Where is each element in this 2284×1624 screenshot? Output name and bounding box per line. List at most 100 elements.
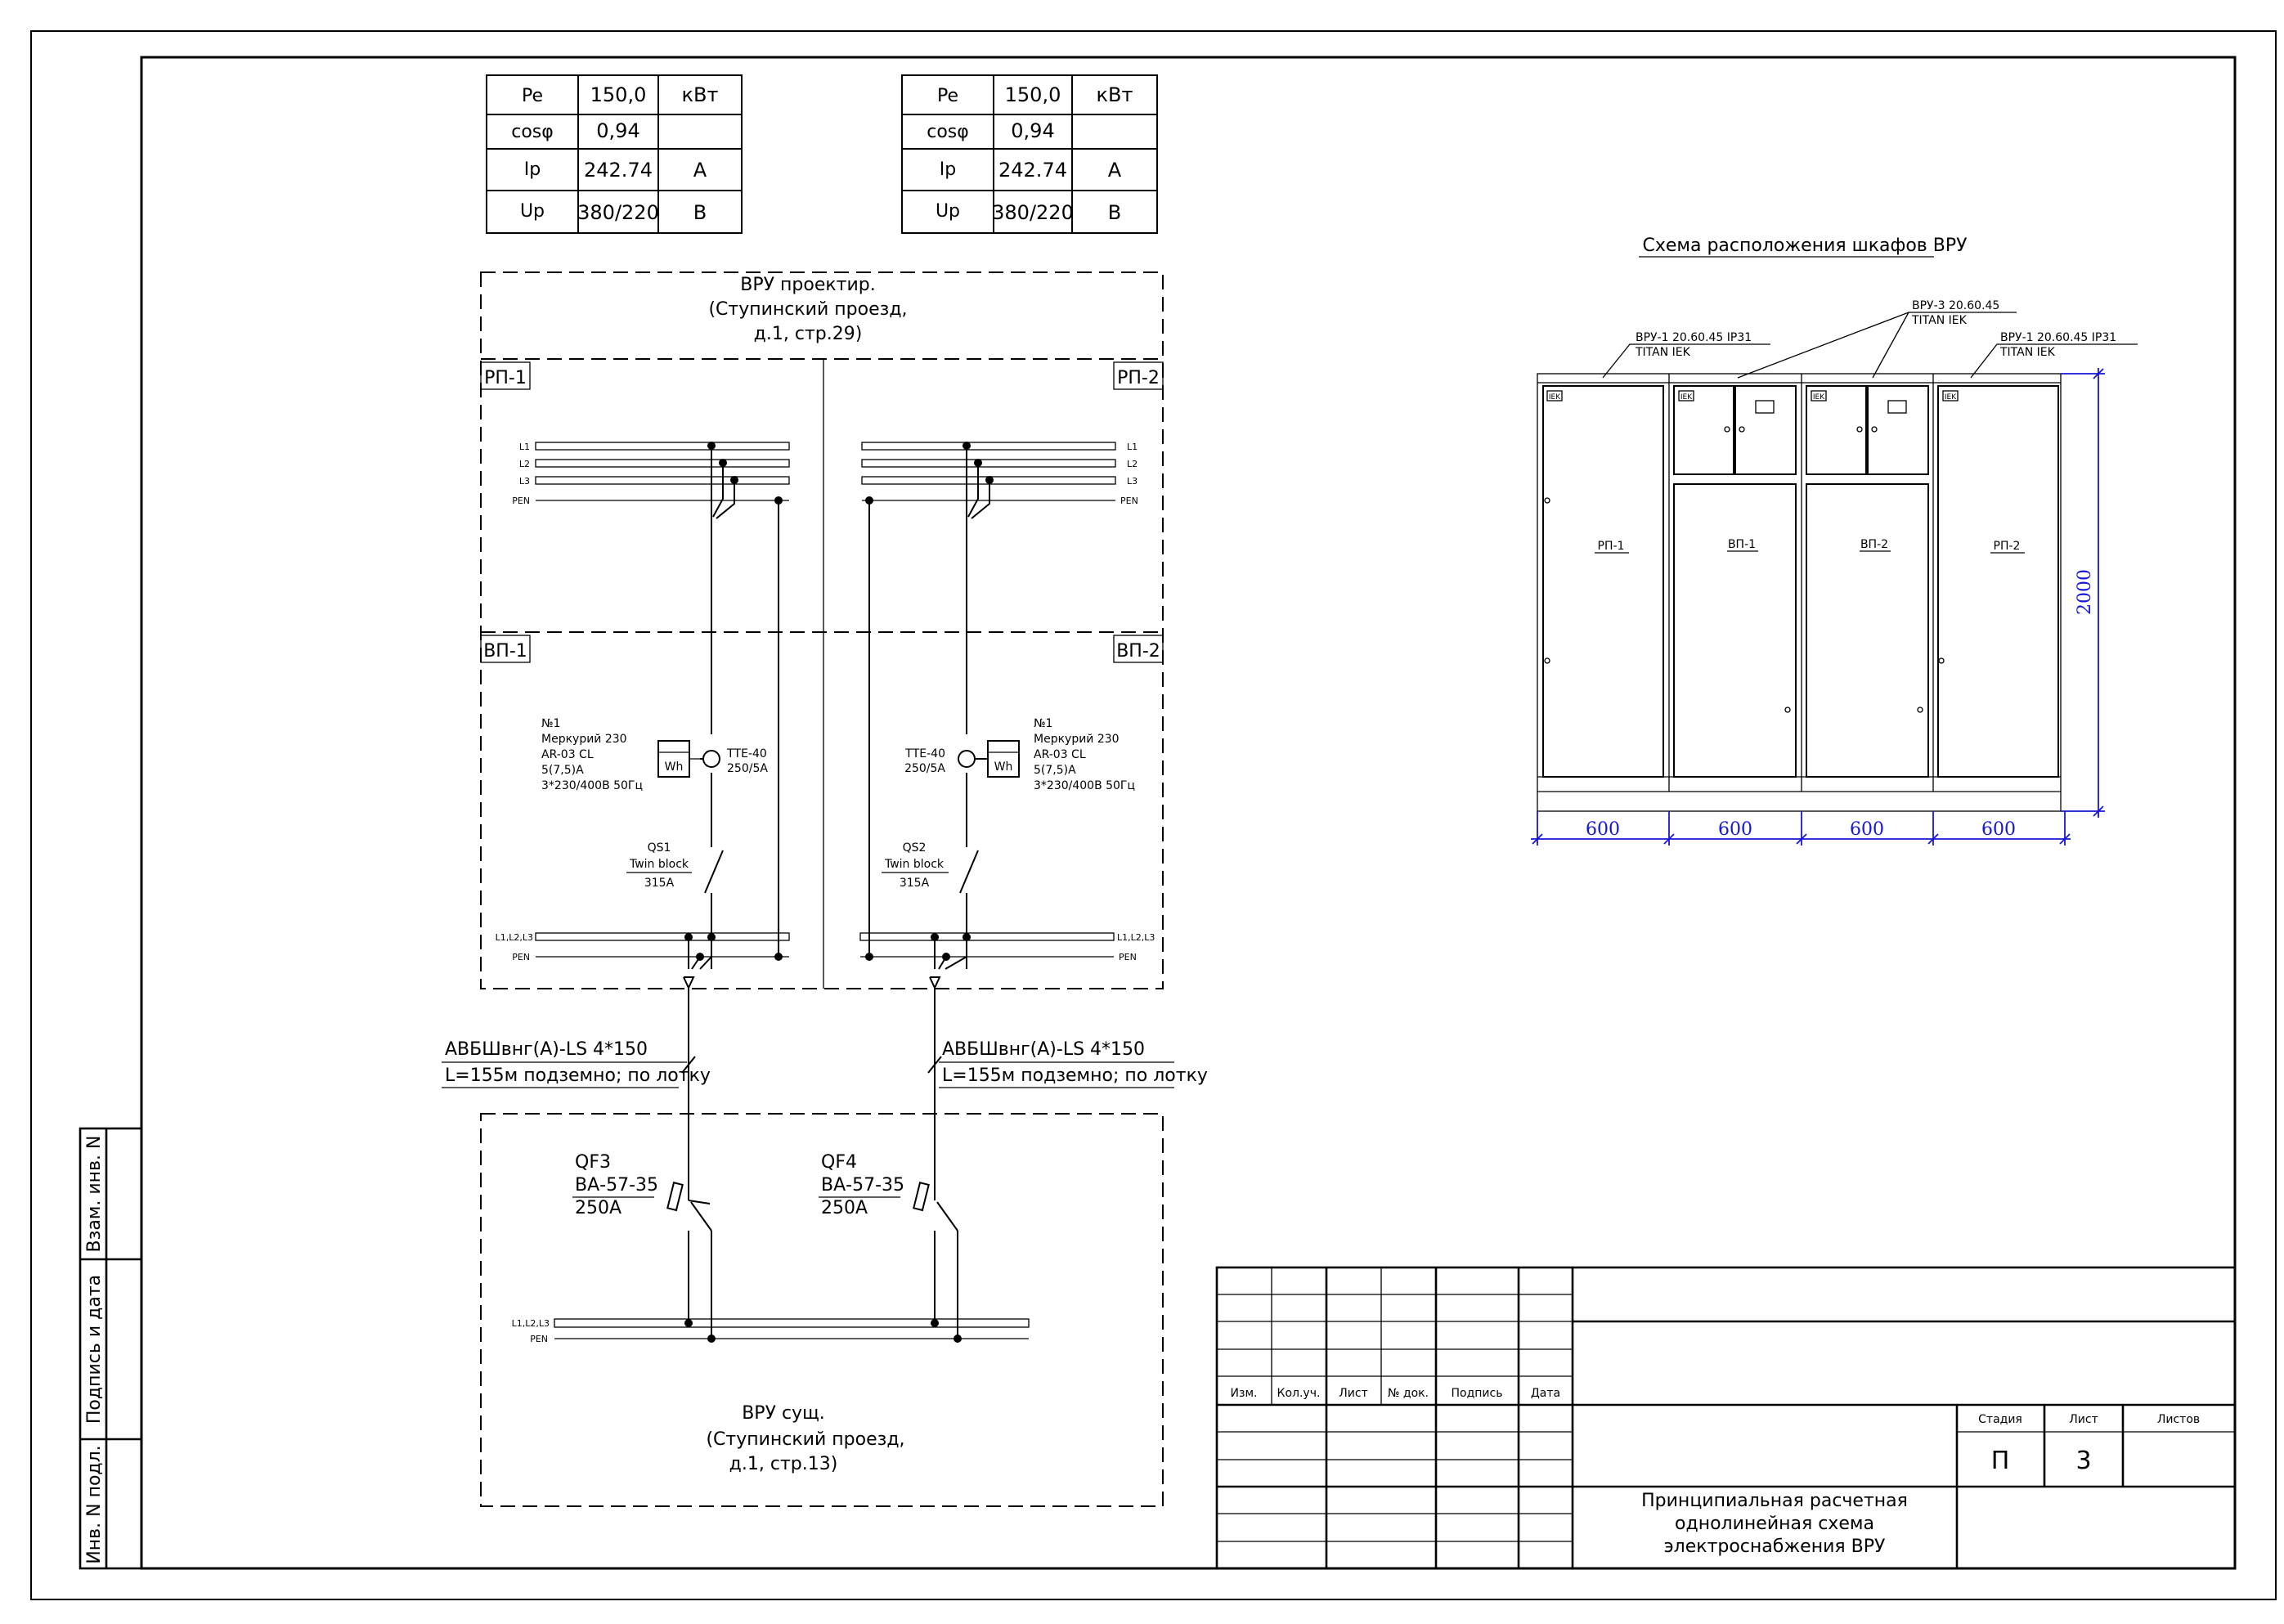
callout-line: TITAN IEK (1635, 346, 1691, 359)
ct-left: ТТЕ-40 250/5А (700, 747, 768, 775)
table-row-unit: В (693, 201, 707, 224)
busbar-vp2: L1,L2,L3 PEN (859, 932, 1155, 990)
table-row-unit: А (693, 159, 707, 182)
breaker-name: QF4 (821, 1152, 857, 1173)
dimension-label: 600 (1850, 819, 1884, 840)
busbar-vp1: L1,L2,L3 PEN (496, 932, 790, 990)
stage-value: П (1991, 1447, 2010, 1475)
meter-line: 5(7,5)А (1034, 764, 1076, 777)
stage-header: Стадия (1978, 1413, 2022, 1426)
cable-left: АВБШвнг(А)-LS 4*150 L=155м подземно; по … (442, 988, 711, 1161)
cable-laying: L=155м подземно; по лотку (445, 1065, 711, 1086)
bus-label: L2 (1127, 459, 1138, 469)
switch-type: Twin block (629, 858, 689, 871)
stamp-label: Подпись и дата (84, 1275, 105, 1424)
title-block-header: Лист (1339, 1387, 1367, 1400)
meter-line: AR-03 CL (541, 748, 594, 761)
panel-tag-vp1: ВП-1 (483, 641, 527, 662)
table-row-value: 242.74 (584, 159, 653, 182)
layout-scheme: Схема расположения шкафов ВРУ ВРУ-1 20.6… (1531, 236, 2138, 846)
cabinet-rp2: IEK РП-2 (1937, 385, 2059, 778)
stamp-label: Инв. N подл. (84, 1445, 105, 1563)
iek-logo: IEK (1680, 393, 1693, 402)
dimension-label: 600 (1586, 819, 1620, 840)
meter-right: Wh №1 Меркурий 230 AR-03 CL 5(7,5)А 3*23… (987, 717, 1135, 792)
bus-label: PEN (1120, 496, 1138, 506)
table-row-value: 0,94 (1011, 119, 1054, 142)
cabinet-label: ВП-2 (1860, 538, 1888, 551)
load-table-right: Pe 150,0 кВт cosφ 0,94 Ip 242.74 А Up 38… (901, 74, 1158, 234)
sheet-number: 3 (2075, 1447, 2091, 1475)
meter-line: №1 (1034, 717, 1052, 730)
cabinet-rp1: IEK РП-1 (1542, 385, 1664, 778)
busbar-rp1: L1 L2 L3 PEN (512, 442, 790, 506)
callout-line: ВРУ-3 20.60.45 (1912, 299, 1999, 312)
iek-logo: IEK (1945, 393, 1957, 402)
meter-line: 5(7,5)А (541, 764, 584, 777)
inner-frame (140, 56, 2237, 1570)
title-block-header: Дата (1531, 1387, 1560, 1400)
ct-label: 250/5А (904, 762, 945, 775)
breaker-rating: 250А (821, 1198, 868, 1218)
bus-label: L3 (519, 476, 530, 487)
bus-label: L2 (519, 459, 530, 469)
switch-type: Twin block (884, 858, 945, 871)
dimension-label: 2000 (2075, 569, 2095, 615)
title-block-header: Подпись (1452, 1387, 1503, 1400)
title-block-header: Изм. (1231, 1387, 1258, 1400)
breaker-type: ВА-57-35 (575, 1175, 658, 1196)
table-row-value: 150,0 (590, 83, 647, 106)
drawing-title-line: однолинейная схема (1675, 1514, 1874, 1534)
busbar-rp2: L1 L2 L3 PEN (861, 442, 1138, 506)
ct-label: ТТЕ-40 (904, 747, 945, 760)
vru-new-title-line: (Ступинский проезд, (708, 299, 907, 320)
meter-left: Wh №1 Меркурий 230 AR-03 CL 5(7,5)А 3*23… (541, 717, 703, 792)
bus-label: PEN (512, 496, 530, 506)
meter-line: AR-03 CL (1034, 748, 1086, 761)
breaker-rating: 250А (575, 1198, 621, 1218)
breaker-qf4: QF4 ВА-57-35 250А (819, 1114, 958, 1339)
vru-new-outline (480, 271, 1164, 989)
bus-label: PEN (1119, 952, 1137, 962)
dimension-height: 2000 (2061, 368, 2105, 818)
table-row-name: cosφ (511, 122, 554, 142)
table-row-name: Up (936, 201, 960, 222)
vru-new: ВРУ проектир. (Ступинский проезд, д.1, с… (480, 271, 1164, 990)
table-row-value: 380/220 (577, 201, 659, 224)
iek-logo: IEK (1549, 393, 1561, 402)
switch-rating: 315А (900, 877, 930, 890)
bus-label: L1 (519, 442, 530, 452)
outer-frame (30, 30, 2277, 1600)
stage-header: Лист (2069, 1413, 2098, 1426)
panel-tag-vp2: ВП-2 (1116, 641, 1160, 662)
feeder-left (707, 442, 783, 969)
table-row-unit: кВт (1097, 83, 1133, 106)
breaker-qf3: QF3 ВА-57-35 250А (572, 1114, 712, 1339)
cabinet-label: РП-1 (1598, 540, 1625, 553)
busbar-existing: L1,L2,L3 PEN (512, 1318, 1030, 1344)
side-stamp: Взам. инв. N Подпись и дата Инв. N подл. (79, 1127, 143, 1570)
table-row-value: 0,94 (596, 119, 639, 142)
cabinet-label: ВП-1 (1728, 538, 1756, 551)
table-row-name: Ip (940, 159, 956, 180)
bus-label: PEN (530, 1334, 548, 1344)
meter-line: 3*230/400В 50Гц (541, 779, 643, 792)
cabinet-vp2: IEK ВП-2 (1806, 385, 1929, 778)
dimension-width: 600 600 600 600 (1531, 811, 2071, 846)
stamp-label: Взам. инв. N (84, 1136, 105, 1253)
table-row-value: 242.74 (998, 159, 1067, 182)
dimension-label: 600 (1981, 819, 2016, 840)
switch-name: QS1 (648, 841, 671, 855)
cable-laying: L=155м подземно; по лотку (942, 1065, 1208, 1086)
vru-new-title-line: д.1, стр.29) (754, 324, 863, 344)
bus-label: L1,L2,L3 (1117, 932, 1155, 943)
callout-line: ВРУ-1 20.60.45 IP31 (1636, 331, 1752, 344)
table-row-name: Pe (522, 86, 543, 106)
bus-label: L1 (1127, 442, 1138, 452)
ct-right: ТТЕ-40 250/5А (904, 747, 988, 775)
bus-label: L1,L2,L3 (512, 1318, 550, 1329)
title-block-header: Кол.уч. (1277, 1387, 1321, 1400)
vru-existing-outline (480, 1113, 1164, 1507)
cable-type: АВБШвнг(А)-LS 4*150 (445, 1039, 648, 1060)
